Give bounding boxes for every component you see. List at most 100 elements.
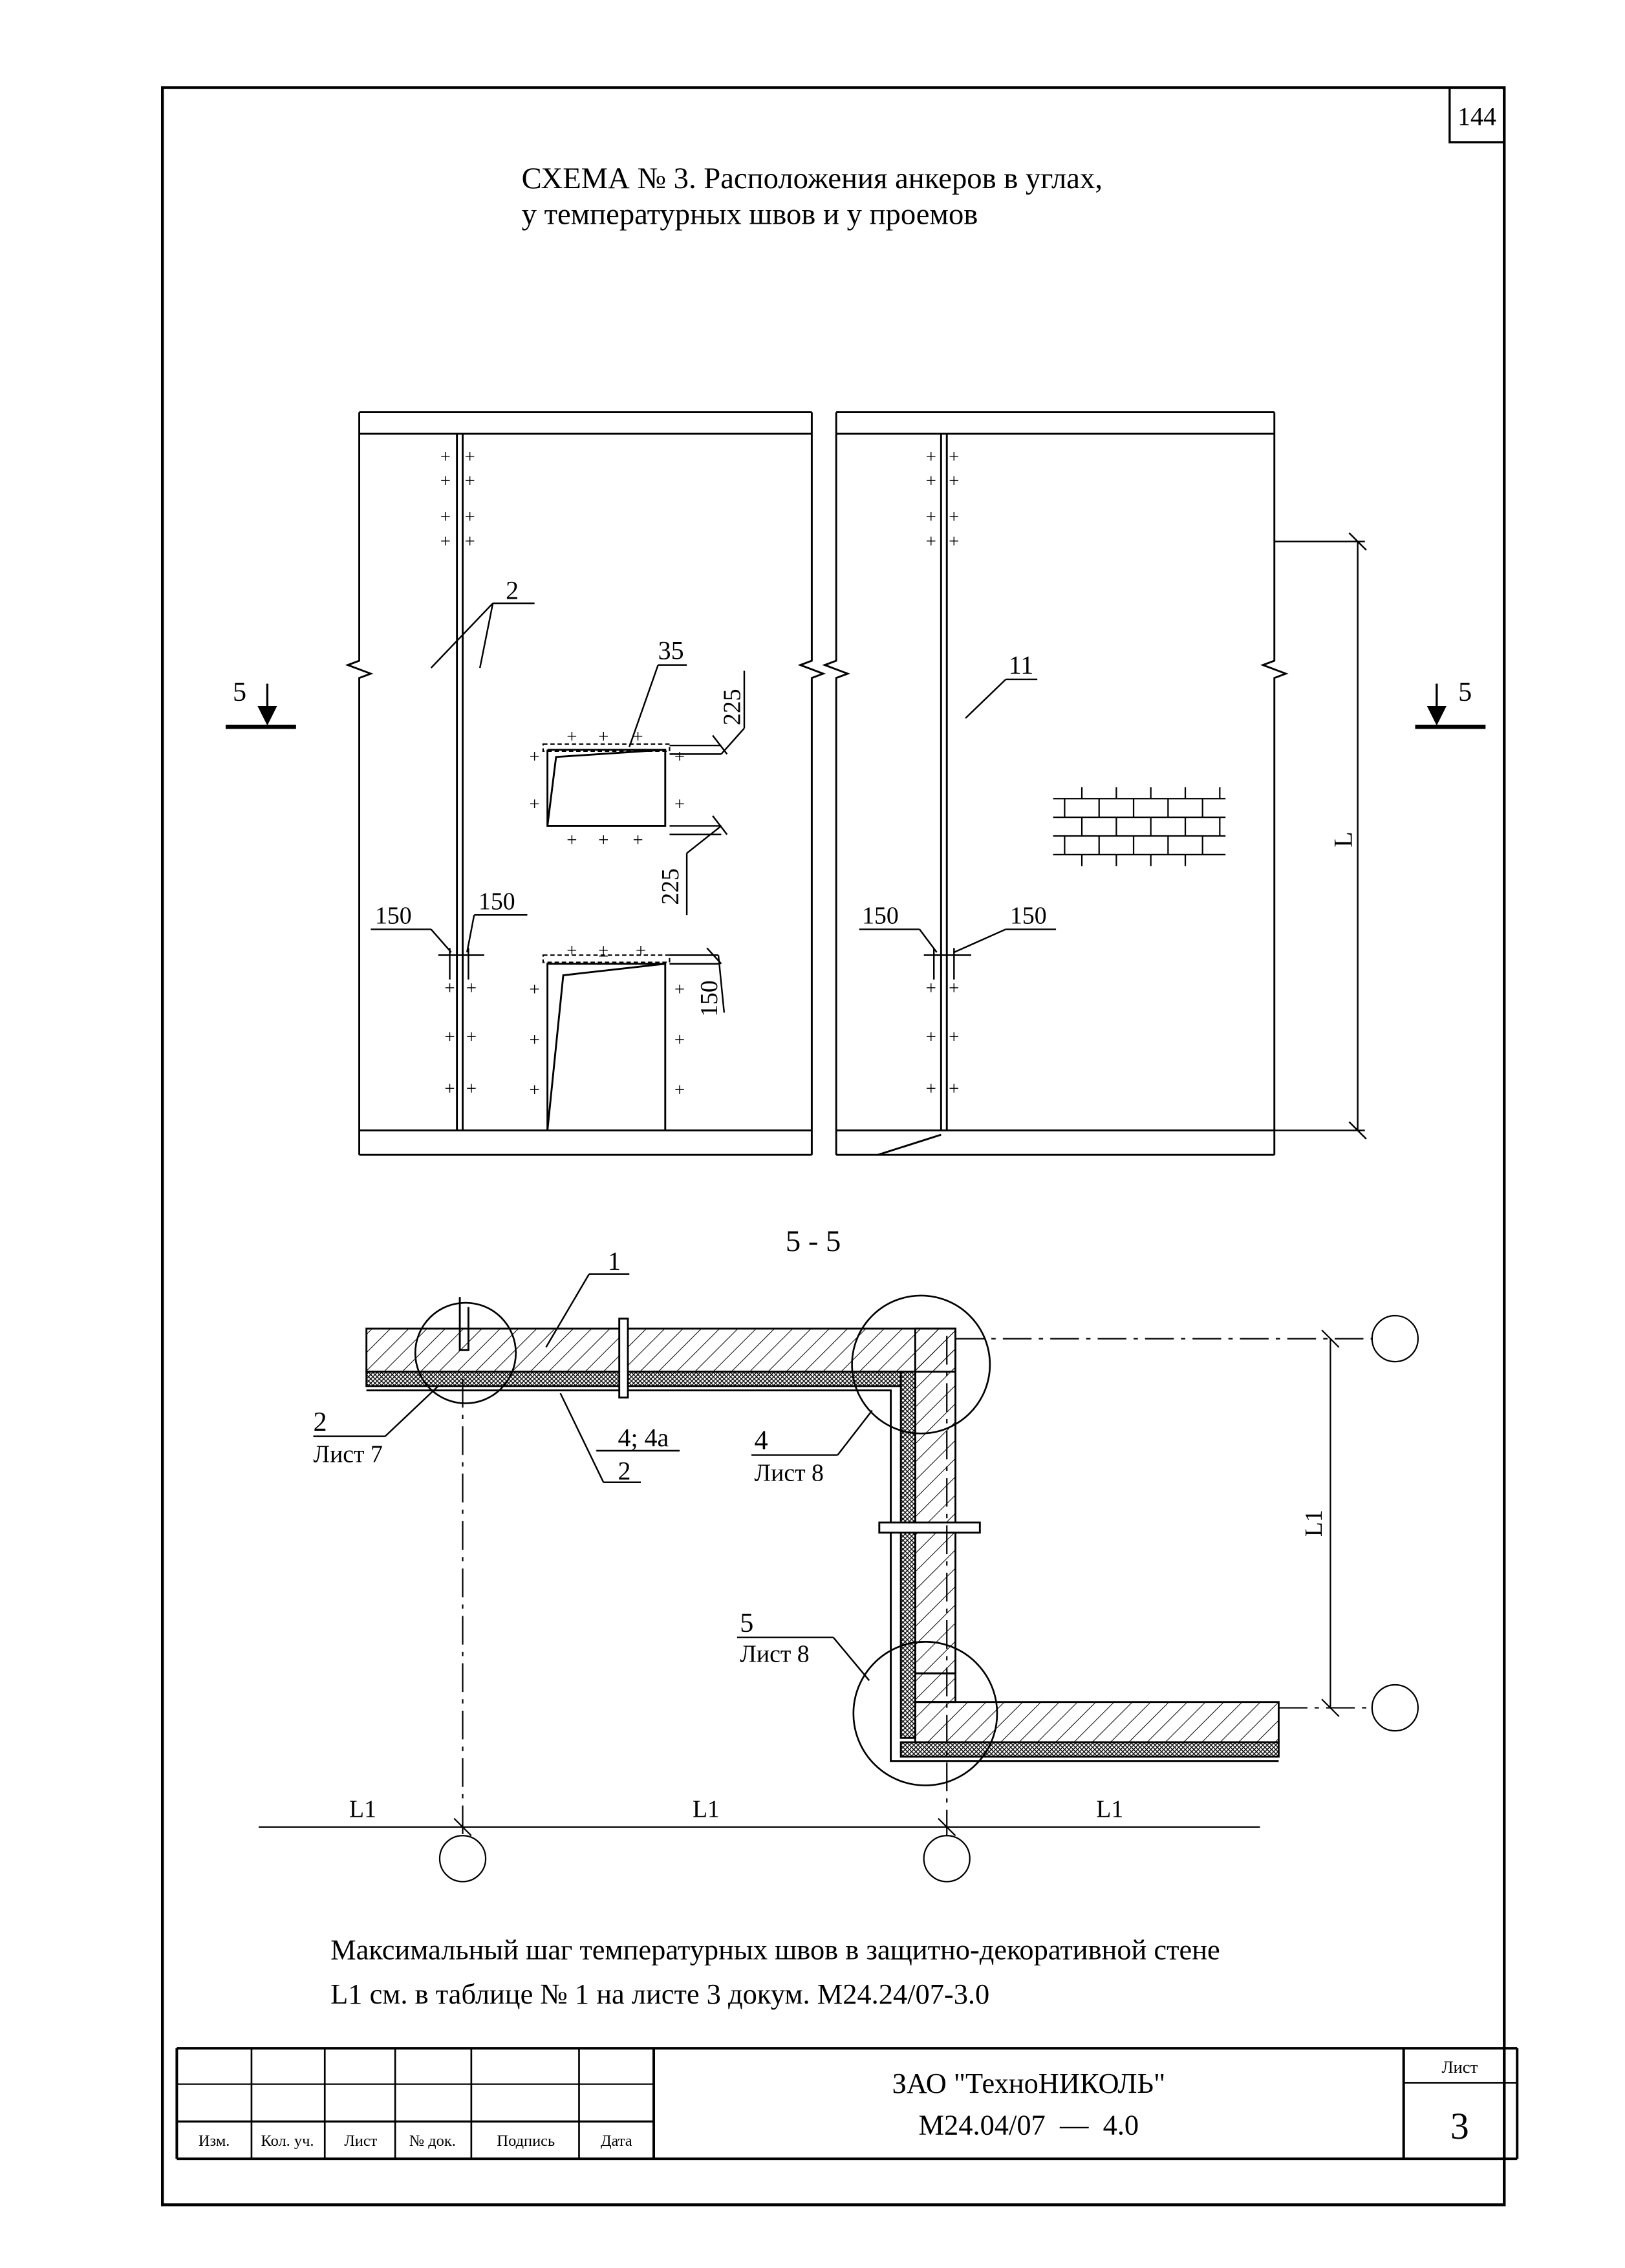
section-item-2: 2: [618, 1456, 630, 1485]
svg-text:+: +: [566, 830, 577, 851]
sheet-frame: [160, 86, 1506, 2207]
label-item-35: 35: [658, 636, 684, 665]
section-mark-right: 5: [1458, 677, 1472, 707]
svg-text:+: +: [926, 978, 936, 998]
svg-text:+: +: [529, 1029, 539, 1050]
section-leaders: [313, 1273, 873, 1682]
title-block: [175, 2047, 1519, 2161]
svg-text:+: +: [926, 1027, 936, 1047]
svg-text:+: +: [949, 531, 959, 551]
dim-L: L: [1329, 831, 1358, 847]
svg-text:+: +: [949, 1027, 959, 1047]
dim-225-top: 225: [718, 689, 746, 725]
svg-text:+: +: [440, 531, 451, 551]
sheet-number: 3: [1450, 2106, 1469, 2147]
section-wall: [365, 1297, 1280, 1762]
callout-a-number: 2: [313, 1407, 327, 1437]
callout-c-number: 5: [740, 1608, 753, 1638]
detail-circles: [414, 1294, 998, 1786]
anchor-marks: + + + + + + + + + + + + + + + + + + + + + + + + + ± + +…: [440, 446, 960, 1100]
svg-text:+: +: [464, 471, 475, 491]
svg-text:+: +: [926, 507, 936, 528]
svg-text:+: +: [464, 446, 475, 467]
svg-text:+: +: [466, 978, 477, 998]
document-code: М24.04/07 — 4.0: [919, 2108, 1139, 2141]
callout-a-sheet: Лист 7: [313, 1441, 382, 1468]
dim-L1-middle: L1: [693, 1795, 720, 1823]
callout-b-number: 4: [755, 1426, 768, 1456]
svg-text:+: +: [926, 531, 936, 551]
svg-text:+: +: [464, 507, 475, 528]
svg-text:+: +: [464, 531, 475, 551]
callout-c-sheet: Лист 8: [740, 1640, 809, 1667]
svg-text:+: +: [926, 471, 936, 491]
svg-text:+: +: [598, 727, 608, 747]
svg-text:+: +: [674, 1080, 685, 1100]
dim-L1-right: L1: [1096, 1795, 1123, 1823]
svg-text:+: +: [444, 1027, 455, 1047]
svg-text:+: +: [926, 446, 936, 467]
svg-text:+: +: [632, 727, 643, 747]
svg-text:+: +: [926, 1078, 936, 1099]
brick-symbol: [1053, 787, 1226, 866]
note-line2: L1 см. в таблице № 1 на листе 3 докум. М…: [330, 1978, 989, 2010]
svg-text:+: +: [598, 830, 608, 851]
col-podpis: Подпись: [497, 2132, 555, 2150]
svg-text:+: +: [632, 830, 643, 851]
svg-text:+: +: [529, 1080, 539, 1100]
dim-150-left-b: 150: [479, 888, 515, 915]
dim-150-vertical: 150: [696, 980, 723, 1017]
axis-lines: [259, 1314, 1419, 1883]
section-item-4-4a: 4; 4а: [618, 1423, 669, 1452]
svg-text:+: +: [440, 507, 451, 528]
label-item-2: 2: [506, 575, 519, 604]
svg-text:+: +: [466, 1078, 477, 1099]
svg-text:+: +: [440, 446, 451, 467]
svg-text:+: +: [466, 1027, 477, 1047]
section-title: 5 - 5: [786, 1225, 841, 1258]
elevation-right-panel: [822, 411, 1289, 1156]
dim-225-bottom: 225: [657, 868, 684, 905]
company-name: ЗАО "ТехноНИКОЛЬ": [892, 2067, 1166, 2099]
elevation-left-panel: [345, 411, 826, 1156]
dim-L1-left: L1: [349, 1795, 376, 1823]
label-item-11: 11: [1009, 650, 1034, 679]
schema-title-line2: у температурных швов и у проемов: [522, 198, 978, 231]
col-izm: Изм.: [199, 2132, 230, 2150]
svg-text:+: +: [949, 1078, 959, 1099]
dim-150-right-b: 150: [1010, 903, 1047, 930]
svg-text:+: +: [529, 794, 539, 815]
svg-text:+: +: [529, 979, 539, 1000]
title-block-columns: Изм. Кол. уч. Лист № док. Подпись Дата: [199, 2132, 632, 2150]
col-data: Дата: [601, 2132, 632, 2150]
sheet-label: Лист: [1441, 2057, 1478, 2077]
svg-text:+: +: [674, 1029, 685, 1050]
svg-text:+: +: [949, 446, 959, 467]
svg-text:+: +: [566, 727, 577, 747]
svg-text:+: +: [440, 471, 451, 491]
section-mark-left: 5: [233, 677, 246, 707]
svg-text:+: +: [566, 941, 577, 961]
svg-text:+: +: [444, 978, 455, 998]
col-doc-no: № док.: [409, 2132, 456, 2150]
dim-L1-vertical: L1: [1300, 1510, 1328, 1537]
svg-text:+: +: [674, 747, 685, 767]
svg-text:+: +: [949, 471, 959, 491]
section-item-1: 1: [608, 1246, 621, 1276]
svg-text:±: ±: [598, 941, 608, 961]
svg-text:+: +: [444, 1078, 455, 1099]
svg-text:+: +: [674, 794, 685, 815]
schema-title-line1: СХЕМА № 3. Расположения анкеров в углах,: [522, 162, 1103, 195]
svg-text:+: +: [949, 507, 959, 528]
note-line1: Максимальный шаг температурных швов в за…: [330, 1933, 1220, 1965]
page-number: 144: [1458, 102, 1496, 131]
col-kol-uch: Кол. уч.: [261, 2132, 314, 2150]
dim-150-left-a: 150: [375, 903, 412, 930]
svg-text:+: +: [674, 979, 685, 1000]
svg-text:+: +: [949, 978, 959, 998]
col-list: Лист: [344, 2132, 377, 2150]
dim-150-right-a: 150: [862, 903, 899, 930]
section-cut-marks: [225, 683, 1486, 729]
elevation-leaders: [371, 532, 1367, 1140]
